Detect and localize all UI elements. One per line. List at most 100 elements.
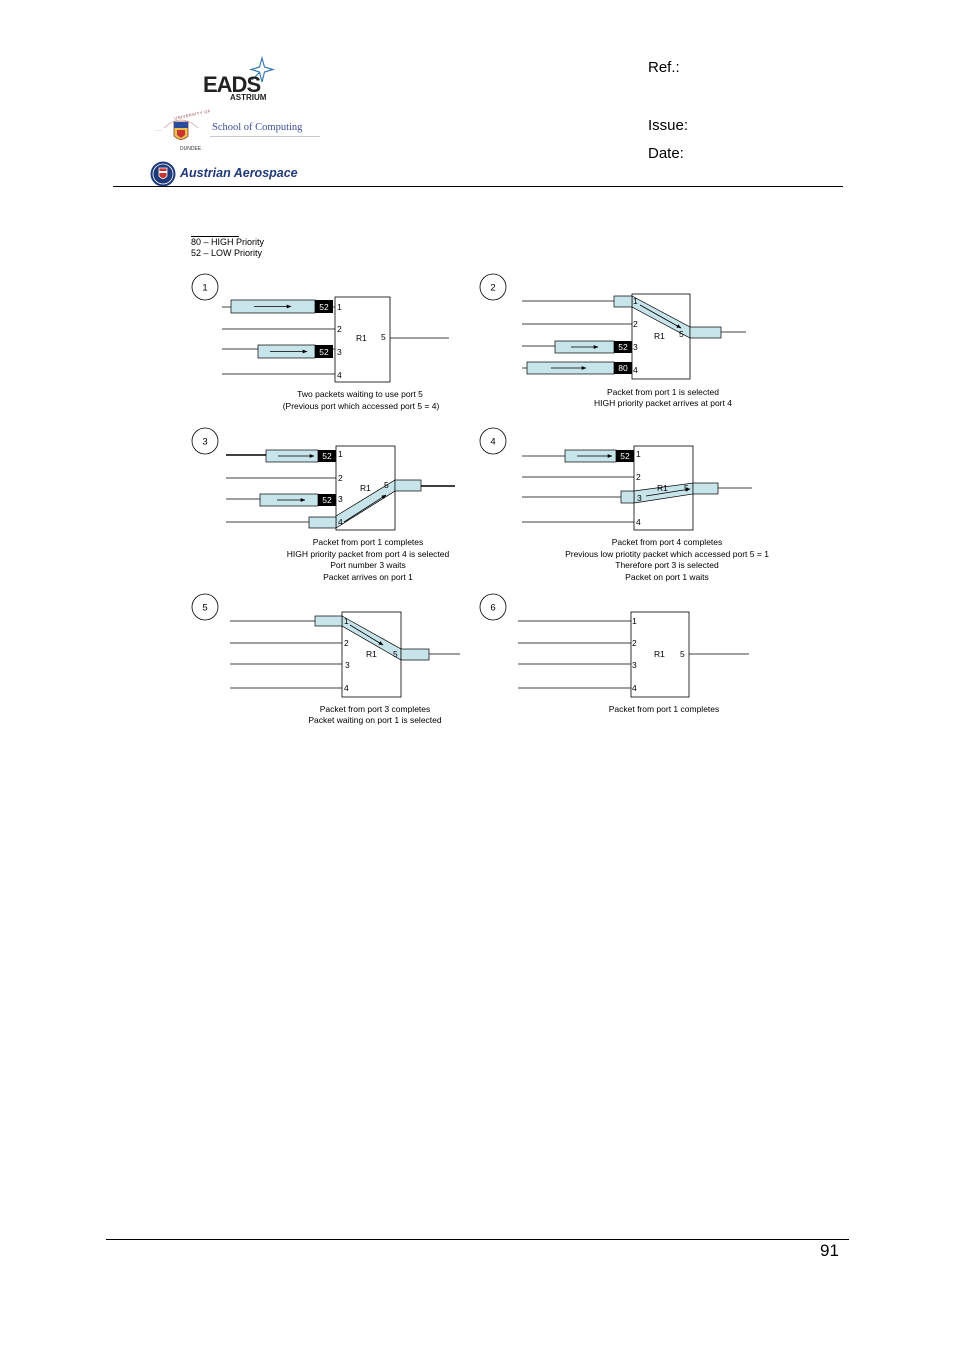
- header-rule: [113, 186, 843, 187]
- page-number: 91: [820, 1241, 839, 1260]
- step-6: 6 1 2 3 4 R1 5 Packet from port 1 comple…: [479, 593, 749, 714]
- port-label: 1: [636, 449, 641, 459]
- packet-in: [308, 516, 337, 529]
- router-label: R1: [360, 483, 371, 493]
- packet-in: [314, 615, 343, 627]
- port-label: 3: [345, 660, 350, 670]
- step-caption-line: Port number 3 waits: [330, 560, 406, 570]
- step-caption-line: Packet on port 1 waits: [625, 572, 709, 582]
- packet-out: [394, 479, 422, 492]
- step-1: 1 52 52 1 2 3 4 R1 5 Two packets waiting…: [191, 273, 449, 411]
- flow-arrow: [343, 494, 387, 523]
- step-circle: [479, 427, 507, 455]
- step-2: 2 52 80 1 2 3 4 R1 5 Packet from port 1 …: [479, 273, 746, 408]
- eads-star-icon: [248, 55, 276, 83]
- port-label: 4: [344, 683, 349, 693]
- port-label: 4: [632, 683, 637, 693]
- step-1-circle: [191, 273, 219, 301]
- step-circle: [191, 427, 219, 455]
- port-label: 5: [684, 483, 689, 493]
- arbitration-diagram: 1 52 52 1 2 3 4 R1 5 Two packets waiting…: [191, 273, 769, 725]
- port-label: 1: [338, 449, 343, 459]
- priority-tag-label: 52: [322, 495, 332, 505]
- step-caption-line: Packet from port 1 completes: [313, 537, 424, 547]
- step-caption-line: Packet arrives on port 1: [323, 572, 413, 582]
- step-4: 4 52 1 2 3 4 R1 5 Packet from port 4 com…: [479, 427, 769, 582]
- step-circle: [479, 273, 507, 301]
- step-number: 3: [202, 437, 207, 448]
- port-label: 5: [679, 329, 684, 339]
- port-link: [251, 71, 261, 81]
- step-caption-line: HIGH priority packet from port 4 is sele…: [287, 549, 450, 559]
- step-caption-line: Packet from port 1 completes: [609, 704, 720, 714]
- port-label: 1: [633, 296, 638, 306]
- port-label: 1: [632, 616, 637, 626]
- step-caption-line: Packet from port 1 is selected: [607, 387, 719, 397]
- date-label: Date:: [648, 145, 684, 162]
- flow-arrow: [645, 487, 691, 497]
- router-box: [334, 296, 391, 383]
- astrium-wordmark: ASTRIUM: [230, 93, 267, 102]
- port-label: 2: [337, 324, 342, 334]
- tag-low: [315, 345, 333, 358]
- port-label: 1: [337, 302, 342, 312]
- step-number: 6: [490, 603, 495, 614]
- ref-label: Ref.:: [648, 59, 680, 76]
- port-label: 3: [637, 493, 642, 503]
- austrian-crest-icon: [150, 161, 176, 187]
- issue-label: Issue:: [648, 117, 689, 134]
- step-caption-line: Previous low priotity packet which acces…: [565, 549, 769, 559]
- dundee-crest-icon: ~~~: [155, 119, 199, 140]
- priority-tag-label: 52: [319, 302, 329, 312]
- router-label: R1: [654, 331, 665, 341]
- port-label: 2: [636, 472, 641, 482]
- port-label: 5: [680, 649, 685, 659]
- priority-tag-label: 80: [618, 363, 628, 373]
- step-number: 5: [202, 603, 207, 614]
- dundee-logo: ~~~ UNIVERSITY OF DUNDEE School of Compu…: [150, 108, 330, 154]
- step-caption-line: Packet from port 3 completes: [320, 704, 431, 714]
- step-number: 2: [490, 283, 495, 294]
- router-box: [630, 611, 690, 698]
- priority-tag-label: 52: [620, 451, 630, 461]
- legend-low-priority: 52 – LOW Priority: [191, 248, 263, 258]
- footer-rule: [106, 1239, 849, 1240]
- flow-arrow: [639, 304, 682, 329]
- port-label: 4: [338, 517, 343, 527]
- port-label: 2: [338, 473, 343, 483]
- packet-out: [689, 326, 722, 339]
- port-label: 5: [393, 649, 398, 659]
- step-3: 3 52 52 1 2 3 4 R1 5 Packet from port 1 …: [191, 427, 455, 582]
- step-caption-line: Packet from port 4 completes: [612, 537, 723, 547]
- port-label: 4: [636, 517, 641, 527]
- packet-out: [400, 648, 430, 661]
- priority-tag-label: 52: [319, 347, 329, 357]
- step-caption-line: Two packets waiting to use port 5: [297, 389, 423, 399]
- step-circle: [191, 593, 219, 621]
- school-underline: [210, 136, 320, 137]
- legend-high-priority: 80 – HIGH Priority: [191, 237, 265, 247]
- port-label: 4: [337, 370, 342, 380]
- tag-high: [614, 362, 632, 374]
- step-5: 5 1 2 3 4 R1 5 Packet from port 3 comple…: [191, 593, 460, 725]
- priority-tag-label: 52: [322, 451, 332, 461]
- eads-wordmark: EADS: [203, 72, 261, 97]
- router-label: R1: [654, 649, 665, 659]
- tag-low: [614, 341, 632, 353]
- eads-astrium-logo: EADS ASTRIUM: [200, 55, 280, 106]
- port-label: 2: [633, 319, 638, 329]
- port-label: 4: [633, 365, 638, 375]
- port-label: 2: [632, 638, 637, 648]
- label: ~~~: [155, 128, 163, 133]
- tag-low: [315, 300, 333, 313]
- step-caption-line: Packet waiting on port 1 is selected: [308, 715, 442, 725]
- port-label: 2: [344, 638, 349, 648]
- dundee-wordmark: DUNDEE: [180, 146, 202, 152]
- router-label: R1: [657, 483, 668, 493]
- step-caption-line: (Previous port which accessed port 5 = 4…: [283, 401, 440, 411]
- port-label: 3: [632, 660, 637, 670]
- router-label: R1: [356, 333, 367, 343]
- step-caption-line: HIGH priority packet arrives at port 4: [594, 398, 732, 408]
- packet-out: [692, 482, 719, 495]
- tag-low: [616, 450, 634, 462]
